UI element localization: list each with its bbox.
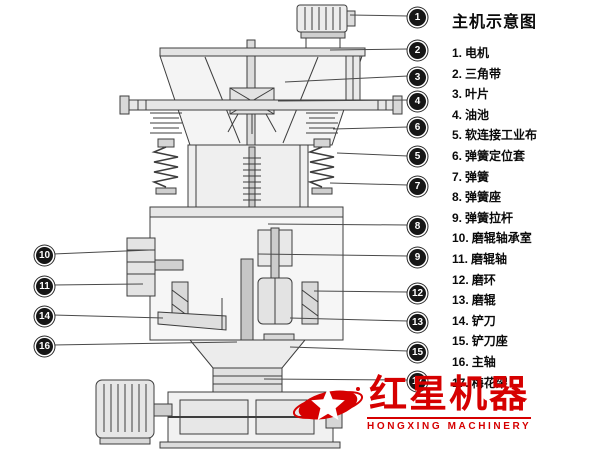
legend-label: 铲刀座: [471, 334, 508, 349]
legend-label: 弹簧定位套: [465, 148, 526, 163]
soft-connection-bellows: [150, 112, 338, 134]
legend-item-11: 11.磨辊轴: [452, 249, 598, 270]
legend-num: 13.: [452, 293, 469, 308]
mid-body: [187, 144, 309, 260]
callout-badge-4: 4: [409, 93, 426, 110]
legend-label: 软连接工业布: [465, 128, 538, 143]
callout-badge-10: 10: [36, 247, 53, 264]
legend-num: 15.: [452, 334, 469, 349]
legend-num: 11.: [452, 251, 469, 266]
legend-item-5: 5.软连接工业布: [452, 125, 598, 146]
callout-badge-17: 17: [409, 373, 426, 390]
callout-badge-16: 16: [36, 338, 53, 355]
legend-label: 弹簧: [465, 169, 490, 184]
legend-num: 3.: [452, 87, 463, 102]
legend-num: 14.: [452, 313, 469, 328]
callout-badge-1: 1: [409, 9, 426, 26]
callout-badge-15: 15: [409, 344, 426, 361]
machine-diagram: [52, 4, 409, 449]
top-motor: [296, 4, 356, 48]
legend-item-14: 14.铲刀: [452, 311, 598, 332]
legend-item-17: 17.梅花架: [452, 373, 598, 394]
legend-label: 磨辊轴承室: [471, 231, 532, 246]
legend-title: 主机示意图: [452, 14, 538, 31]
callout-badge-13: 13: [409, 314, 426, 331]
legend-label: 主轴: [471, 354, 496, 369]
legend-num: 12.: [452, 272, 469, 287]
legend-num: 1.: [452, 46, 463, 60]
legend-item-10: 10.磨辊轴承室: [452, 228, 598, 249]
legend-label: 三角带: [465, 66, 502, 81]
legend-num: 5.: [452, 128, 463, 143]
callout-badge-3: 3: [409, 69, 426, 86]
legend-num: 9.: [452, 210, 463, 225]
callout-badge-2: 2: [409, 42, 426, 59]
legend-item-16: 16.主轴: [452, 352, 598, 373]
flange-plate: [119, 95, 403, 115]
legend-panel: 主机示意图 1.电机 2.三角带 3.叶片 4.油池 5.软连接工业布 6.弹簧…: [452, 8, 598, 393]
gearbox-base: [159, 391, 343, 449]
legend-label: 梅花架: [471, 375, 508, 390]
legend-label: 油池: [465, 107, 490, 122]
legend-item-13: 13.磨辊: [452, 290, 598, 311]
legend-num: 2.: [452, 66, 463, 81]
legend-num: 6.: [452, 148, 463, 163]
callout-badge-11: 11: [36, 278, 53, 295]
legend-num: 8.: [452, 190, 463, 205]
legend-label: 弹簧座: [465, 190, 502, 205]
legend-num: 16.: [452, 354, 469, 369]
legend-item-15: 15.铲刀座: [452, 331, 598, 352]
legend-num: 7.: [452, 169, 463, 184]
callout-badge-7: 7: [409, 178, 426, 195]
legend-item-4: 4.油池: [452, 105, 598, 126]
legend-label: 弹簧拉杆: [465, 210, 514, 225]
callout-badge-6: 6: [409, 119, 426, 136]
legend-label: 电机: [465, 46, 490, 60]
callout-badge-14: 14: [36, 308, 53, 325]
legend-item-12: 12.磨环: [452, 270, 598, 291]
legend-item-7: 7.弹簧: [452, 167, 598, 188]
legend-item-9: 9.弹簧拉杆: [452, 208, 598, 229]
legend-item-2: 2.三角带: [452, 64, 598, 85]
legend-item-8: 8.弹簧座: [452, 187, 598, 208]
callout-badge-9: 9: [409, 249, 426, 266]
spring-assemblies: [151, 138, 335, 195]
leader-lines: [52, 14, 409, 381]
legend-label: 磨辊轴: [471, 251, 508, 266]
legend-label: 磨辊: [471, 293, 496, 308]
legend-label: 磨环: [471, 272, 496, 287]
callout-badge-8: 8: [409, 218, 426, 235]
callout-badge-12: 12: [409, 285, 426, 302]
bottom-cone: [188, 339, 307, 393]
legend-label: 叶片: [465, 87, 490, 102]
legend-item-3: 3.叶片: [452, 84, 598, 105]
legend-label: 铲刀: [471, 313, 496, 328]
bottom-motor: [95, 379, 173, 445]
legend-num: 17.: [452, 375, 469, 390]
legend-item-1: 1.电机: [452, 43, 598, 64]
legend-num: 4.: [452, 107, 463, 122]
legend-num: 10.: [452, 231, 469, 246]
legend-item-6: 6.弹簧定位套: [452, 146, 598, 167]
callout-badge-5: 5: [409, 148, 426, 165]
